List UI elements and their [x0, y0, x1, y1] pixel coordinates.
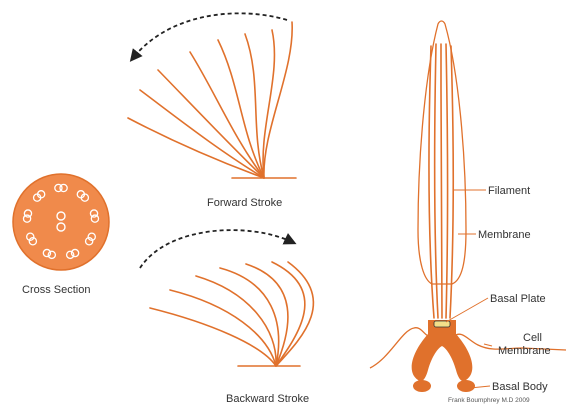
backward-stroke-figure: Backward Stroke: [140, 230, 313, 405]
backward-stroke-label: Backward Stroke: [226, 393, 309, 405]
forward-strand: [158, 70, 264, 178]
cell-membrane-leader: [484, 344, 492, 346]
backward-strand: [196, 276, 276, 366]
cross-section-figure: Cross Section: [13, 174, 109, 296]
filament-line: [441, 44, 442, 318]
basal-body-foot-left: [413, 380, 431, 392]
basal-body-label: Basal Body: [492, 381, 548, 393]
cilium-figure: Filament Membrane Basal Plate Cell Membr…: [370, 21, 566, 404]
forward-stroke-figure: Forward Stroke: [128, 13, 296, 209]
cross-section-label: Cross Section: [22, 284, 90, 296]
basal-plate-marker: [434, 321, 450, 327]
backward-strand: [170, 290, 276, 366]
backward-strand: [150, 308, 276, 366]
membrane-label: Membrane: [478, 229, 531, 241]
basal-plate-label: Basal Plate: [490, 293, 546, 305]
cell-membrane-label-line1: Cell: [523, 332, 542, 344]
forward-strand: [264, 22, 292, 178]
filament-line: [429, 46, 434, 318]
filament-line: [435, 44, 438, 318]
filament-line: [450, 46, 453, 318]
filament-line: [446, 44, 448, 318]
filament-label: Filament: [488, 185, 530, 197]
forward-motion-arrow: [133, 13, 287, 58]
forward-strand: [218, 40, 264, 178]
basal-plate-leader: [446, 298, 488, 322]
backward-motion-arrow: [140, 230, 292, 268]
forward-stroke-label: Forward Stroke: [207, 197, 282, 209]
cell-membrane-label-line2: Membrane: [498, 345, 551, 357]
credit-text: Frank Boumphrey M.D 2009: [448, 397, 530, 404]
basal-body-foot-right: [457, 380, 475, 392]
backward-strand: [246, 264, 288, 366]
